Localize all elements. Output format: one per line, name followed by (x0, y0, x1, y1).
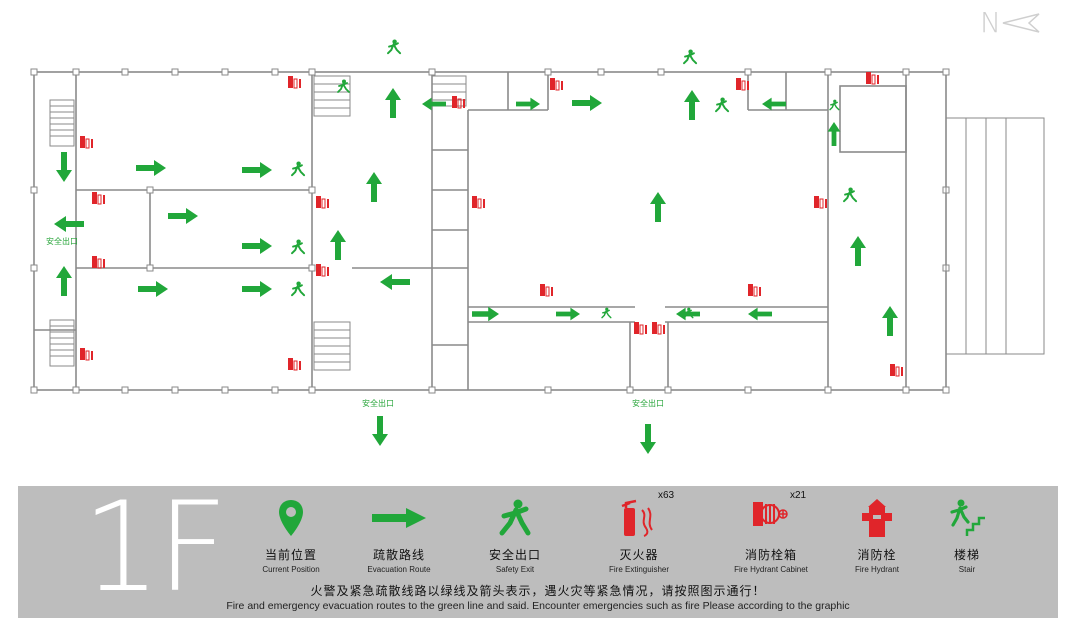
legend-label-en: Fire Hydrant (854, 565, 899, 574)
legend-label-en: Evacuation Route (367, 565, 431, 574)
location-pin-icon (279, 500, 303, 536)
legend-label-zh: 安全出口 (488, 548, 541, 562)
exit-label-south-a: 安全出口 (362, 399, 394, 408)
safety-exit-icon (499, 499, 531, 536)
compass-label: N (980, 6, 1001, 39)
evacuation-note-zh: 火警及紧急疏散线路以绿线及箭头表示，遇火灾等紧急情况，请按照图示通行！ (310, 584, 766, 598)
fire-equipment-markers (79, 71, 904, 377)
legend-fire-hydrant: 消防栓 Fire Hydrant (822, 492, 932, 574)
compass: N (980, 6, 1041, 39)
fire-extinguisher-icon (621, 499, 653, 537)
legend-label-zh: 消防栓 (857, 548, 897, 562)
legend-label-en: Current Position (262, 565, 320, 574)
exit-label-south-b: 安全出口 (632, 399, 664, 408)
legend-panel: 1F 当前位置 Current Position 疏散路线 Evacuation… (18, 478, 1058, 618)
legend-label-en: Fire Hydrant Cabinet (734, 565, 808, 574)
legend-fire-hydrant-cabinet: x21 消防栓箱 Fire Hydrant Cabinet (716, 490, 826, 574)
legend-label-zh: 楼梯 (953, 548, 980, 562)
building-walls (33, 71, 947, 391)
stair-icon (950, 499, 985, 536)
legend-current-position: 当前位置 Current Position (236, 492, 346, 574)
annex-building (945, 117, 1045, 355)
fire-hydrant-icon (862, 499, 892, 537)
legend-label-en: Fire Extinguisher (608, 565, 670, 574)
legend-label-en: Safety Exit (495, 565, 535, 574)
legend-label-zh: 灭火器 (619, 548, 659, 562)
legend-evacuation-route: 疏散路线 Evacuation Route (344, 492, 454, 574)
route-arrow-icon (372, 508, 426, 528)
pillars (30, 68, 950, 394)
evacuation-note-en: Fire and emergency evacuation routes to … (226, 600, 850, 612)
stairs (49, 75, 467, 371)
legend-label-zh: 消防栓箱 (744, 548, 797, 562)
exit-label-west: 安全出口 (46, 237, 78, 246)
legend-fire-extinguisher: x63 灭火器 Fire Extinguisher (584, 490, 694, 574)
legend-label-zh: 疏散路线 (372, 548, 425, 562)
legend-label-en: Stair (958, 565, 976, 574)
legend-label-zh: 当前位置 (264, 548, 317, 562)
legend-stair: 楼梯 Stair (912, 492, 1022, 574)
hydrant-cabinet-count: x21 (790, 490, 807, 501)
floor-label: 1F (82, 476, 228, 620)
fire-hydrant-cabinet-icon (753, 502, 788, 526)
evacuation-route-arrows (54, 88, 898, 454)
floor-plan (30, 38, 1045, 454)
extinguisher-count: x63 (658, 490, 675, 501)
north-arrow-icon (1002, 12, 1040, 33)
legend-safety-exit: 安全出口 Safety Exit (460, 492, 570, 574)
